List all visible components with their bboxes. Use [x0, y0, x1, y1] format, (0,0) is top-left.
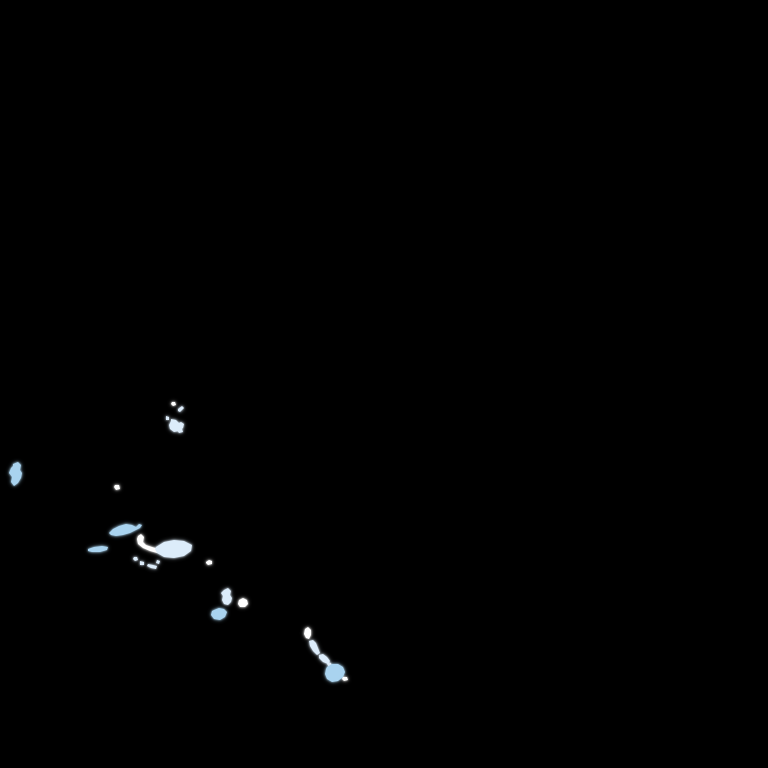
feature-archipelago-ring: archipelago ring atoll: [238, 598, 248, 607]
feature-mid-dot: mid isolated dot: [114, 485, 120, 490]
feature-chain-tail: island chain tail speck: [342, 677, 348, 681]
feature-northwest-speck: northwest speck: [171, 402, 176, 406]
feature-chain-upper-mid: island chain upper mid: [309, 640, 320, 655]
feature-chain-mid: island chain middle node: [319, 654, 332, 667]
feature-left-bar: left horizontal bar: [88, 546, 108, 552]
feature-north-cluster: north cluster: [166, 406, 184, 433]
feature-archipelago-north: archipelago north segment: [221, 588, 232, 605]
feature-archipelago-south: archipelago south segment: [211, 608, 227, 620]
feature-west-blob: west vertical blob: [9, 462, 22, 486]
feature-upper-streak: upper elongated streak: [109, 524, 142, 536]
feature-chain-top: island chain upper node: [304, 627, 311, 639]
feature-east-dot: east isolated dot: [206, 560, 212, 565]
feature-chain-main: island chain main landmass: [325, 664, 345, 682]
feature-layer: northwest specknorth cluster west vertica…: [9, 402, 348, 682]
feature-central-halo: central core halo: [155, 540, 192, 558]
feature-lower-specks: lower speck group: [133, 557, 160, 569]
